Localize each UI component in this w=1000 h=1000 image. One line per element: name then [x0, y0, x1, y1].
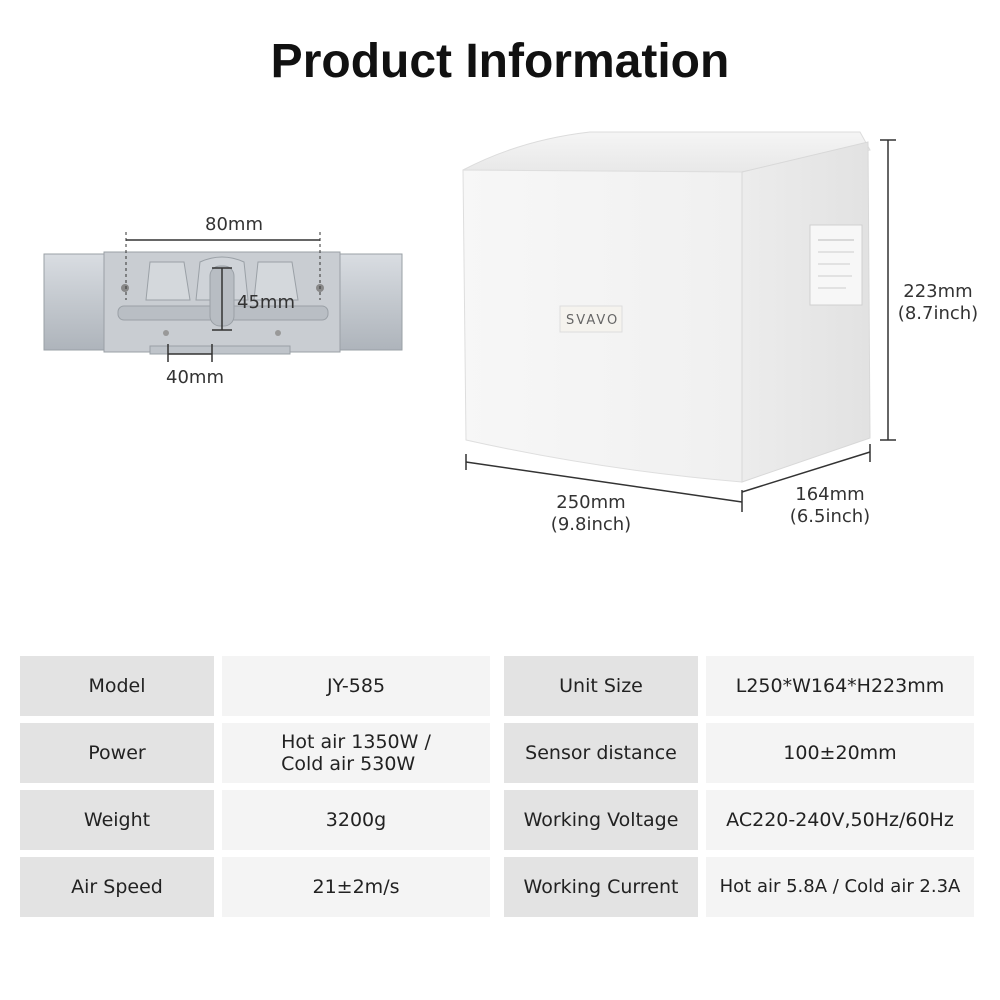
spec-value-unit-size: L250*W164*H223mm — [706, 656, 974, 716]
width-inch: (6.5inch) — [789, 506, 871, 527]
spec-value-sensor-distance: 100±20mm — [706, 723, 974, 783]
spec-value-air-speed: 21±2m/s — [222, 857, 490, 917]
rating-label — [809, 224, 863, 306]
spec-value-weight: 3200g — [222, 790, 490, 850]
spec-value-power: Hot air 1350W / Cold air 530W — [222, 723, 490, 783]
length-mm: 250mm — [556, 492, 626, 513]
spec-label-air-speed: Air Speed — [20, 857, 214, 917]
spec-value-model: JY-585 — [222, 656, 490, 716]
spec-label-sensor-distance: Sensor distance — [504, 723, 698, 783]
page-title: Product Information — [270, 35, 730, 88]
height-inch: (8.7inch) — [897, 303, 979, 324]
height-mm: 223mm — [903, 281, 973, 302]
height-dimension: 223mm (8.7inch) — [890, 281, 986, 325]
product-illustration — [43, 131, 896, 512]
length-inch: (9.8inch) — [550, 514, 632, 535]
bracket-bottom-label: 40mm — [166, 367, 224, 388]
bracket-hole-spacing-label: 80mm — [205, 214, 263, 235]
spec-value-working-voltage: AC220-240V,50Hz/60Hz — [706, 790, 974, 850]
bracket-vertical-label: 45mm — [237, 292, 295, 313]
spec-label-working-current: Working Current — [504, 857, 698, 917]
length-dimension: 250mm (9.8inch) — [538, 492, 644, 536]
width-mm: 164mm — [795, 484, 865, 505]
spec-label-weight: Weight — [20, 790, 214, 850]
spec-label-working-voltage: Working Voltage — [504, 790, 698, 850]
spec-label-power: Power — [20, 723, 214, 783]
spec-value-working-current: Hot air 5.8A / Cold air 2.3A — [706, 857, 974, 917]
width-dimension: 164mm (6.5inch) — [778, 484, 882, 528]
spec-label-model: Model — [20, 656, 214, 716]
spec-label-unit-size: Unit Size — [504, 656, 698, 716]
brand-logo-text: SVAVO — [566, 313, 620, 328]
mounting-bracket — [43, 232, 403, 362]
hand-dryer-body — [462, 131, 871, 483]
dryer-dimension-lines — [465, 139, 896, 512]
